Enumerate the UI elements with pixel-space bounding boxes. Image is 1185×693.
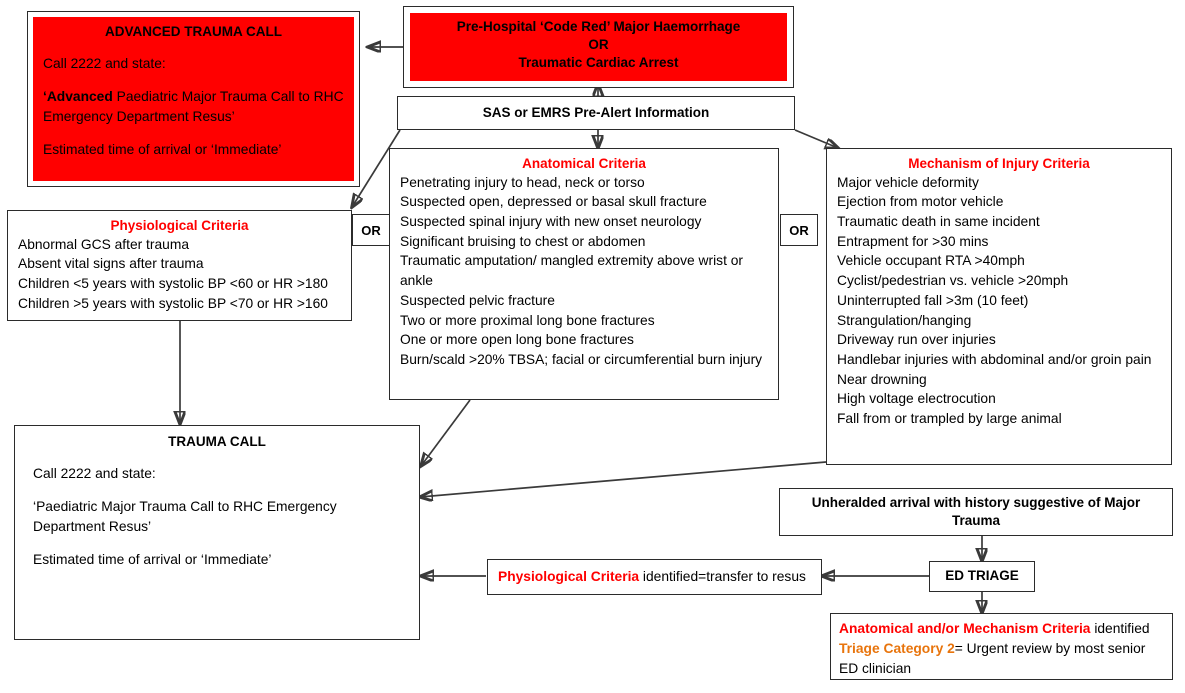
list-item: Fall from or trampled by large animal bbox=[837, 411, 1062, 427]
anat-mech-line1-rest: identified bbox=[1090, 621, 1150, 636]
unheralded-line1: Unheralded arrival with history suggesti… bbox=[811, 495, 1141, 510]
mechanism-criteria-box: Mechanism of Injury Criteria Major vehic… bbox=[826, 148, 1172, 465]
unheralded-line2: Trauma bbox=[951, 513, 1001, 529]
list-item: High voltage electrocution bbox=[837, 391, 996, 407]
advanced-quote-rest: Paediatric Major Trauma Call to RHC bbox=[112, 89, 344, 105]
list-item: Suspected spinal injury with new onset n… bbox=[400, 213, 702, 229]
list-item: Handlebar injuries with abdominal and/or… bbox=[837, 352, 1152, 368]
trauma-call-instruction: Call 2222 and state: bbox=[33, 466, 156, 482]
list-item: Uninterrupted fall >3m (10 feet) bbox=[837, 292, 1029, 308]
list-item: Suspected pelvic fracture bbox=[400, 292, 555, 308]
wire-prealert-to-mechanism bbox=[794, 129, 838, 148]
list-item: Ejection from motor vehicle bbox=[837, 194, 1004, 210]
list-item: Abnormal GCS after trauma bbox=[18, 236, 189, 252]
anat-mech-line1: Anatomical and/or Mechanism Criteria ide… bbox=[839, 619, 1164, 639]
ed-triage-box: ED TRIAGE bbox=[929, 561, 1035, 592]
trauma-call-title: TRAUMA CALL bbox=[168, 434, 266, 449]
or-label-right: OR bbox=[789, 222, 809, 238]
pre-alert-box: SAS or EMRS Pre-Alert Information bbox=[397, 96, 795, 130]
list-item: Traumatic amputation/ mangled extremity … bbox=[400, 253, 744, 289]
unheralded-arrival-box: Unheralded arrival with history suggesti… bbox=[779, 488, 1173, 536]
list-item: Major vehicle deformity bbox=[837, 174, 979, 190]
wire-anatomical-to-traumacall bbox=[421, 399, 471, 466]
triage-category-badge: Triage Category 2 bbox=[839, 641, 955, 656]
spacer bbox=[33, 451, 401, 464]
list-item: Children >5 years with systolic BP <70 o… bbox=[18, 295, 328, 311]
list-item: Cyclist/pedestrian vs. vehicle >20mph bbox=[837, 273, 1069, 289]
trauma-call-quote-line1: ‘Paediatric Major Trauma Call to RHC Eme… bbox=[33, 499, 337, 515]
list-item: Traumatic death in same incident bbox=[837, 213, 1040, 229]
physiological-criteria-title: Physiological Criteria bbox=[110, 218, 249, 233]
advanced-keyword: ‘Advanced bbox=[43, 89, 113, 105]
ed-triage-label: ED TRIAGE bbox=[945, 568, 1019, 584]
trauma-call-eta: Estimated time of arrival or ‘Immediate’ bbox=[33, 552, 272, 568]
list-item: Near drowning bbox=[837, 371, 927, 387]
anatomical-criteria-box: Anatomical Criteria Penetrating injury t… bbox=[389, 148, 779, 400]
list-item: Entrapment for >30 mins bbox=[837, 233, 989, 249]
list-item: Penetrating injury to head, neck or tors… bbox=[400, 174, 645, 190]
mechanism-criteria-title: Mechanism of Injury Criteria bbox=[908, 156, 1090, 171]
list-item: Absent vital signs after trauma bbox=[18, 256, 204, 272]
trauma-call-box: TRAUMA CALL Call 2222 and state: ‘Paedia… bbox=[14, 425, 420, 640]
physiological-criteria-box: Physiological Criteria Abnormal GCS afte… bbox=[7, 210, 352, 321]
list-item: Suspected open, depressed or basal skull… bbox=[400, 194, 707, 210]
anat-mech-criteria-keyword: Anatomical and/or Mechanism Criteria bbox=[839, 621, 1091, 636]
trauma-call-quote-line2: Department Resus’ bbox=[33, 519, 152, 535]
advanced-trauma-call-quote-line1: ‘Advanced Paediatric Major Trauma Call t… bbox=[43, 87, 344, 107]
spacer bbox=[33, 484, 401, 497]
list-item: Two or more proximal long bone fractures bbox=[400, 312, 655, 328]
anat-mech-line2: Triage Category 2= Urgent review by most… bbox=[839, 639, 1164, 659]
pre-alert-label: SAS or EMRS Pre-Alert Information bbox=[482, 104, 710, 120]
spacer bbox=[43, 41, 344, 54]
list-item: One or more open long bone fractures bbox=[400, 332, 634, 348]
list-item: Strangulation/hanging bbox=[837, 312, 972, 328]
wire-mechanism-to-traumacall bbox=[420, 461, 827, 497]
code-red-line3: Traumatic Cardiac Arrest bbox=[518, 55, 679, 71]
spacer bbox=[43, 127, 344, 140]
physiological-transfer-text: Physiological Criteria identified=transf… bbox=[498, 567, 806, 587]
mechanism-criteria-list: Major vehicle deformity Ejection from mo… bbox=[837, 173, 1161, 429]
list-item: Vehicle occupant RTA >40mph bbox=[837, 253, 1025, 269]
spacer bbox=[33, 537, 401, 550]
code-red-line1: Pre-Hospital ‘Code Red’ Major Haemorrhag… bbox=[456, 19, 741, 34]
physiological-criteria-keyword: Physiological Criteria bbox=[498, 569, 640, 584]
list-item: Significant bruising to chest or abdomen bbox=[400, 233, 646, 249]
or-connector-left: OR bbox=[352, 214, 390, 246]
physiological-transfer-rest: identified=transfer to resus bbox=[639, 569, 806, 584]
physiological-transfer-box: Physiological Criteria identified=transf… bbox=[487, 559, 822, 595]
code-red-line2: OR bbox=[588, 37, 609, 53]
spacer bbox=[43, 74, 344, 87]
physiological-criteria-list: Abnormal GCS after trauma Absent vital s… bbox=[18, 235, 341, 314]
anat-mech-triage-box: Anatomical and/or Mechanism Criteria ide… bbox=[830, 613, 1173, 680]
anat-mech-line3: ED clinician bbox=[839, 661, 912, 676]
advanced-trauma-call-box: ADVANCED TRAUMA CALL Call 2222 and state… bbox=[27, 11, 360, 187]
anatomical-criteria-title: Anatomical Criteria bbox=[522, 156, 646, 171]
or-connector-right: OR bbox=[780, 214, 818, 246]
list-item: Burn/scald >20% TBSA; facial or circumfe… bbox=[400, 352, 763, 368]
list-item: Driveway run over injuries bbox=[837, 332, 996, 348]
anat-mech-line2-rest: = Urgent review by most senior bbox=[954, 641, 1146, 656]
list-item: Children <5 years with systolic BP <60 o… bbox=[18, 275, 328, 291]
advanced-trauma-call-eta: Estimated time of arrival or ‘Immediate’ bbox=[43, 142, 282, 158]
advanced-trauma-call-title: ADVANCED TRAUMA CALL bbox=[105, 24, 282, 39]
anatomical-criteria-list: Penetrating injury to head, neck or tors… bbox=[400, 173, 768, 370]
or-label-left: OR bbox=[361, 222, 381, 238]
code-red-box: Pre-Hospital ‘Code Red’ Major Haemorrhag… bbox=[403, 6, 794, 88]
advanced-trauma-call-instruction: Call 2222 and state: bbox=[43, 56, 166, 72]
advanced-trauma-call-quote-line2: Emergency Department Resus’ bbox=[43, 109, 235, 125]
